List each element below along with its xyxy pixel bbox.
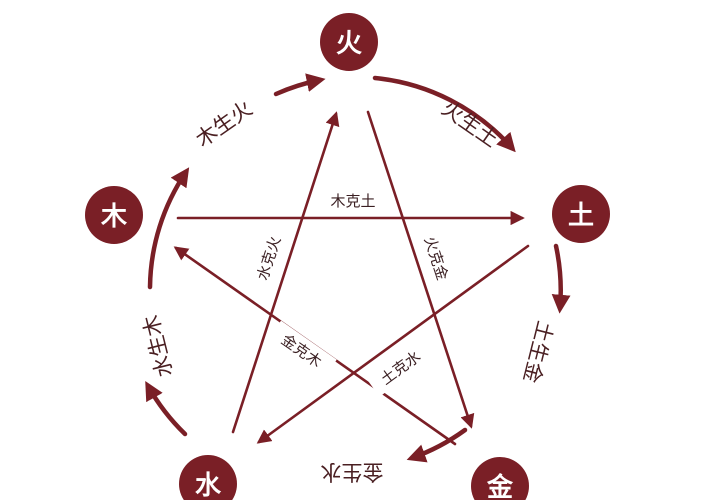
- generating-cycle: [145, 73, 571, 463]
- node-wood-label: 木: [100, 202, 127, 232]
- line-fire-controls-metal: [366, 110, 475, 429]
- node-wood: 木: [85, 186, 143, 244]
- arc-water-to-wood: [145, 381, 188, 437]
- arc-fire-to-earth: [372, 75, 516, 153]
- label-fire-generates-earth: 火生土: [437, 96, 502, 152]
- arc-metal-to-water: [406, 427, 468, 463]
- line-earth-controls-water: [256, 244, 530, 444]
- line-water-controls-fire: [231, 111, 340, 434]
- arc-earth-to-metal: [551, 243, 571, 314]
- node-metal: 金: [471, 457, 529, 500]
- label-water-generates-wood: 水生木: [139, 313, 178, 380]
- node-metal-label: 金: [486, 472, 514, 500]
- node-fire-label: 火: [336, 29, 362, 59]
- controlling-star: [173, 110, 530, 446]
- node-earth-label: 土: [568, 201, 594, 231]
- node-water: 水: [179, 455, 237, 500]
- label-wood-generates-fire: 木生火: [191, 96, 256, 152]
- node-fire: 火: [320, 13, 378, 71]
- label-wood-controls-earth: 木克土: [330, 192, 375, 210]
- arc-wood-fire-top: [273, 73, 326, 97]
- label-metal-generates-water: 金生水: [321, 460, 384, 484]
- generating-labels: 木生火 火生土 土生金 金生水 水生木: [139, 96, 558, 484]
- node-water-label: 水: [195, 471, 222, 500]
- node-earth: 土: [552, 185, 610, 243]
- label-earth-generates-metal: 土生金: [519, 319, 558, 386]
- element-nodes: 火 土 金 水 木: [85, 13, 610, 500]
- arc-wood-to-fire: [147, 167, 190, 290]
